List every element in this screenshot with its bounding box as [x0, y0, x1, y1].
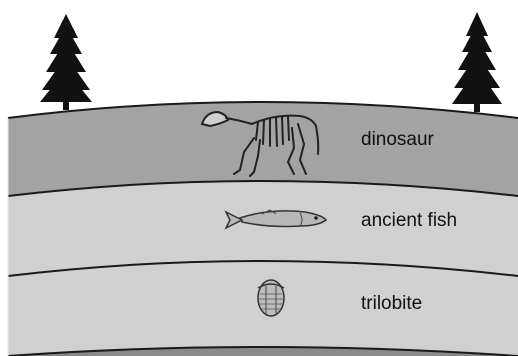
trilobite-fossil-icon	[258, 280, 284, 316]
layer-label-trilobite: trilobite	[361, 293, 422, 315]
layer-label-dinosaur: dinosaur	[361, 129, 434, 151]
layer-label-ancient-fish: ancient fish	[361, 210, 457, 232]
